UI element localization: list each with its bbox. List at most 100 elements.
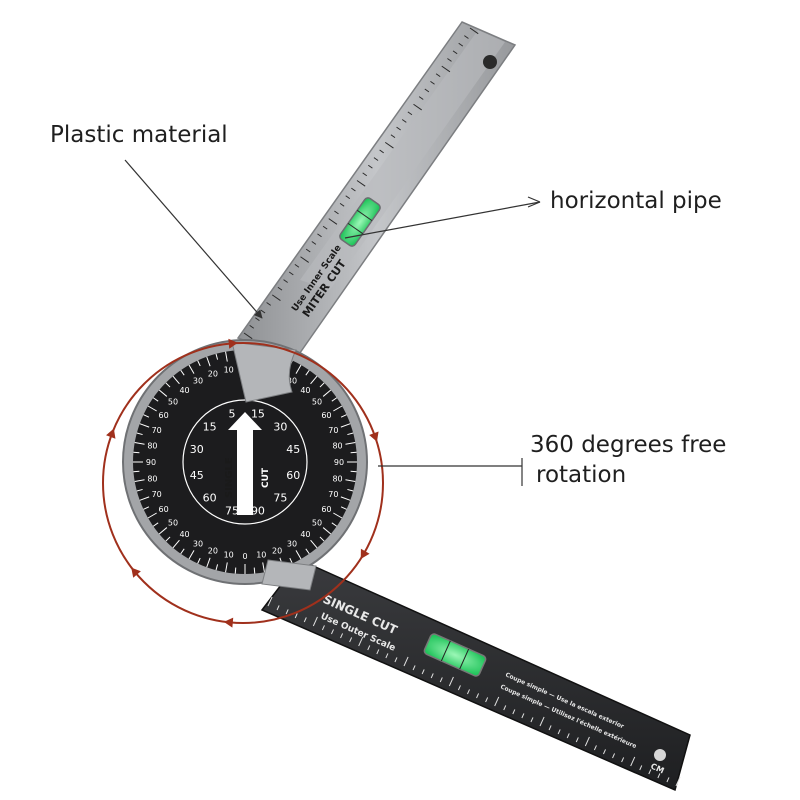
lower-ruler-tick <box>648 769 652 775</box>
dial-tick <box>136 432 143 436</box>
dial-tick <box>340 423 351 428</box>
upper-ruler-tick <box>351 187 356 192</box>
dial-scale-number: 30 <box>193 377 203 386</box>
lower-ruler-tick <box>530 717 534 723</box>
dial-scale-number: 60 <box>321 411 331 420</box>
upper-ruler-tick <box>243 332 253 340</box>
dial-scale-number: 40 <box>300 530 310 539</box>
lower-ruler-tick <box>593 745 597 751</box>
dial-tick <box>319 536 325 542</box>
dial-tick <box>180 548 185 555</box>
upper-ruler-tick <box>356 180 366 187</box>
upper-ruler-tick <box>317 233 322 238</box>
dial-tick <box>305 548 310 555</box>
dial-tick <box>347 488 354 492</box>
dial-tick <box>134 442 145 445</box>
dial-tick <box>147 512 157 519</box>
dial-tick <box>295 550 302 560</box>
dial-tick <box>147 405 157 412</box>
dial-scale-number: 70 <box>328 490 338 499</box>
dial-tick <box>134 479 145 482</box>
lower-hang-hole-icon <box>654 749 666 761</box>
dial-scale-number: 0 <box>242 552 247 561</box>
lower-ruler-tick <box>376 649 380 655</box>
rotation-arrow-icon <box>360 548 370 560</box>
dial-inner-number: 15 <box>251 408 265 421</box>
protractor-dial: 0102030405060708090807060504030201001020… <box>122 339 368 591</box>
lower-ruler-tick <box>485 697 489 703</box>
dial-inner-number: 75 <box>273 491 287 504</box>
upper-ruler-tick <box>345 195 351 200</box>
upper-ruler-tick <box>452 50 458 55</box>
upper-ruler-tick <box>294 263 300 268</box>
lower-ruler-tick <box>467 689 470 695</box>
upper-ruler-tick <box>334 210 339 215</box>
pointer-arrow-icon <box>228 412 262 515</box>
rotation-indicator-circle <box>102 338 384 628</box>
dial-tick <box>215 564 219 571</box>
dial-tick <box>165 382 171 388</box>
dial-tick <box>310 539 318 549</box>
upper-ruler-tick <box>384 141 394 149</box>
lower-ruler-tick <box>675 776 681 787</box>
dial-scale-number: 10 <box>224 365 234 374</box>
dial-tick <box>333 405 343 412</box>
upper-ruler-tick <box>328 218 338 225</box>
dial-tick <box>225 351 228 362</box>
dial-tick <box>253 567 256 574</box>
dial-tick <box>310 375 318 385</box>
dial-scale-number: 80 <box>332 442 342 451</box>
dial-scale-number: 90 <box>334 458 344 467</box>
lower-ruler-tick <box>521 713 525 719</box>
dial-tick <box>197 360 201 367</box>
upper-ruler-tick <box>379 149 384 154</box>
dial-scale-number: 90 <box>146 458 156 467</box>
dial-inner-number: 45 <box>286 443 300 456</box>
upper-ruler-tick <box>373 157 379 161</box>
lower-ruler-tick <box>303 617 307 623</box>
dial-tick <box>152 397 159 402</box>
upper-ruler-tick <box>407 111 413 116</box>
lower-ruler-tick <box>566 733 570 739</box>
lower-ruler-tick <box>557 729 561 735</box>
upper-ruler-tick <box>288 271 294 276</box>
lower-ruler-tick <box>657 773 661 779</box>
dial-tick <box>333 512 343 519</box>
dial-tick <box>319 382 325 388</box>
dial-tick <box>188 550 195 560</box>
upper-ruler-tick <box>464 35 469 39</box>
dial-tick <box>172 375 180 385</box>
dial-inner-number: 90 <box>251 504 265 517</box>
lower-ruler-tick <box>548 725 552 731</box>
lower-ruler-tick <box>494 696 500 707</box>
dial-scale-number: 40 <box>300 386 310 395</box>
upper-ruler-tick <box>266 302 271 306</box>
dial-tick <box>143 414 150 418</box>
dial-scale-number: 80 <box>332 474 342 483</box>
dial-tick <box>340 506 347 510</box>
lower-ruler-tick <box>349 637 353 643</box>
lower-ruler-tick <box>430 673 434 679</box>
lower-ruler-tick <box>285 609 289 615</box>
dial-tick <box>172 539 180 549</box>
annotation-lines <box>124 159 541 486</box>
dial-inner-number: 60 <box>203 491 217 504</box>
dial-scale-number: 10 <box>256 551 266 560</box>
lower-level-vial <box>423 633 487 677</box>
dial-scale-number: 60 <box>321 505 331 514</box>
lower-ruler-tick <box>603 749 606 755</box>
lower-ruler-tick <box>267 596 273 607</box>
dial-tick <box>206 356 211 367</box>
upper-ruler-tick <box>305 248 311 253</box>
dial-inner-number: 45 <box>190 469 204 482</box>
dial-tick <box>234 567 237 574</box>
dial-inner-number: 30 <box>190 443 204 456</box>
lower-ruler-tick <box>421 669 425 675</box>
dial-inner-number: 5 <box>229 408 236 421</box>
lower-ruler-tick <box>394 657 398 663</box>
upper-ruler-tick <box>424 88 430 93</box>
dial-scale-number: 20 <box>208 370 218 379</box>
dial-inner-number: 75 <box>225 504 239 517</box>
